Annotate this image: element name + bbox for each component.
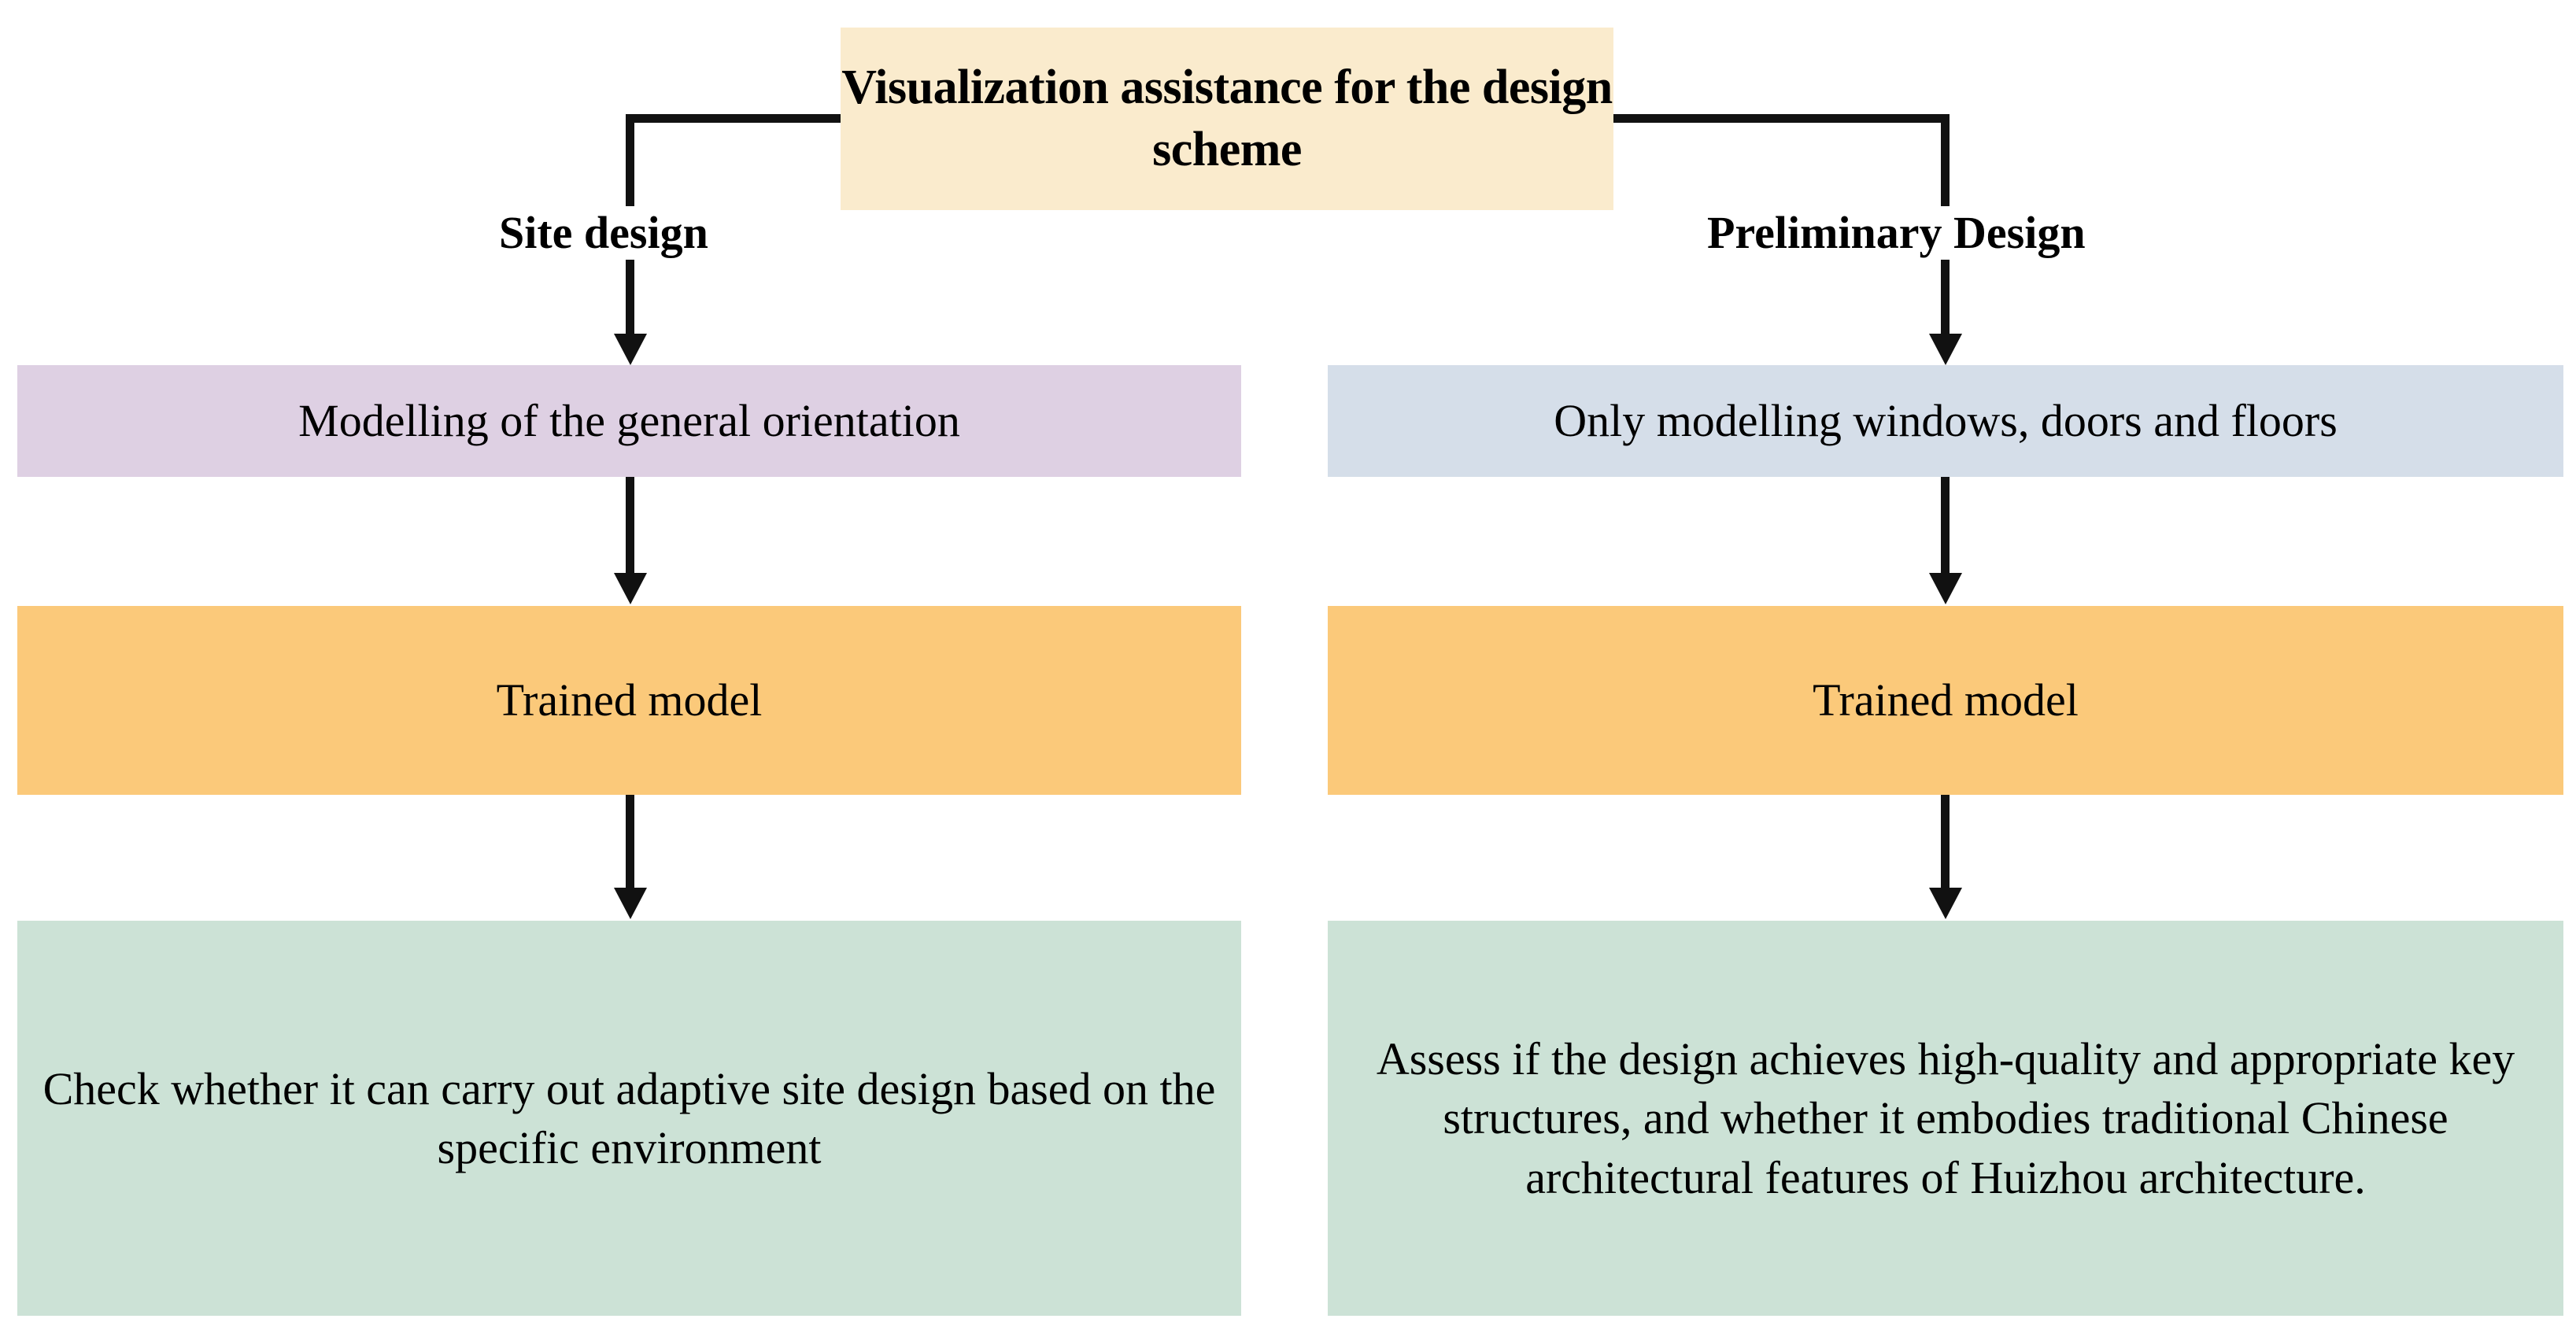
step-box-label: Trained model (496, 674, 763, 726)
connector-title-to-left-vertical-upper (626, 114, 634, 209)
connector-left-step1-to-step2 (626, 477, 634, 576)
connector-right-step2-to-step3 (1941, 795, 1950, 891)
step-box-right-assess-design-quality: Assess if the design achieves high-quali… (1328, 921, 2563, 1316)
connector-title-to-right-vertical-lower (1941, 260, 1950, 338)
step-box-left-modelling-general-orientation: Modelling of the general orientation (17, 365, 1241, 477)
arrowhead-left-step2-to-step3 (614, 888, 647, 919)
arrowhead-right-branch-to-step1 (1929, 334, 1962, 365)
arrowhead-left-branch-to-step1 (614, 334, 647, 365)
connector-right-step1-to-step2 (1941, 477, 1950, 576)
step-box-right-trained-model: Trained model (1328, 606, 2563, 795)
connector-left-step2-to-step3 (626, 795, 634, 891)
step-box-left-check-adaptive-site-design: Check whether it can carry out adaptive … (17, 921, 1241, 1316)
arrowhead-left-step1-to-step2 (614, 573, 647, 604)
arrowhead-right-step1-to-step2 (1929, 573, 1962, 604)
arrowhead-right-step2-to-step3 (1929, 888, 1962, 919)
connector-title-to-right-horizontal (1609, 114, 1950, 123)
title-box: Visualization assistance for the design … (841, 28, 1613, 210)
step-box-right-modelling-windows-doors-floors: Only modelling windows, doors and floors (1328, 365, 2563, 477)
step-box-label: Check whether it can carry out adaptive … (43, 1062, 1216, 1173)
branch-label-site-design: Site design (488, 206, 719, 259)
title-box-label: Visualization assistance for the design … (841, 60, 1613, 176)
step-box-label: Modelling of the general orientation (298, 395, 960, 447)
connector-title-to-left-horizontal (626, 114, 845, 123)
step-box-label: Assess if the design achieves high-quali… (1376, 1032, 2515, 1203)
connector-title-to-right-vertical-upper (1941, 114, 1950, 209)
step-box-left-trained-model: Trained model (17, 606, 1241, 795)
step-box-label: Trained model (1813, 674, 2079, 726)
branch-label-preliminary-design: Preliminary Design (1696, 206, 2097, 259)
connector-title-to-left-vertical-lower (626, 260, 634, 338)
step-box-label: Only modelling windows, doors and floors (1554, 395, 2338, 447)
